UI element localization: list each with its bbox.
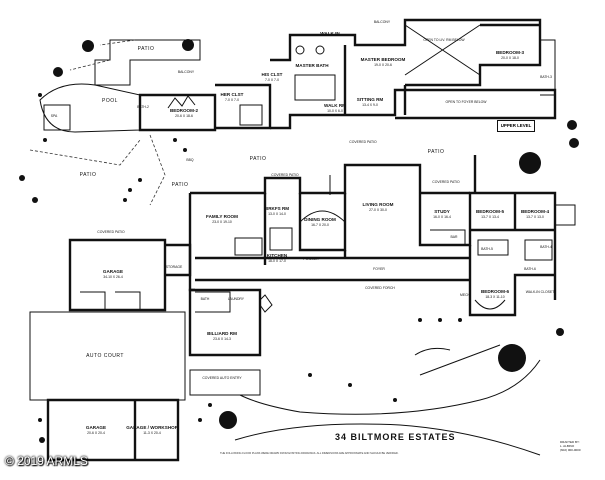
room-name-hers-closet: HER CLST [221,92,244,97]
watermark-text: 2019 ARMLS [17,454,88,468]
area-label: BATH-5 [481,247,493,251]
room-dim-family-room: 23-0 X 19-10 [212,220,232,224]
room-dim-living-room: 27-0 X 30-0 [369,208,387,212]
landscape-trees [19,39,579,443]
room-name-dining-room: DINING ROOM [304,217,336,222]
room-dim-bedroom-6: 18-3 X 11-10 [485,295,504,299]
area-label: BATH-3 [540,75,552,79]
area-label: COVERED PATIO [432,180,460,184]
area-label: POOL [102,98,118,104]
room-name-master-bath: MASTER BATH [295,63,329,68]
room-name-walk-in-closet: WALK IN [320,31,340,36]
drafter-line-1: DRAFTED BY: [560,440,580,444]
area-label: PATIO [138,46,155,52]
room-dim-master-bedroom: 19-0 X 20-6 [374,63,392,67]
room-dim-bedroom-3: 20-0 X 18-0 [501,56,519,60]
room-name-garage-main: GARAGE [103,269,123,274]
upper-level [138,18,557,132]
room-dim-study: 16-0 X 16-4 [433,215,451,219]
room-dim-garage-main: 34-10 X 26-4 [103,275,123,279]
area-label: COVERED AUTO ENTRY [202,376,242,380]
room-name-master-bedroom: MASTER BEDROOM [361,57,406,62]
room-dim-bedroom-4: 13-7 X 13-0 [526,215,544,219]
area-label: BATH-4 [540,245,552,249]
area-label: SPA [51,114,58,118]
area-label: LAUNDRY [228,297,245,301]
drafter-block: DRAFTED BY: L. ALBINO (602) 000-0000 [560,440,600,452]
drafter-line-3: (602) 000-0000 [560,448,581,452]
room-name-bedroom-5: BEDROOM-5 [476,209,505,214]
room-name-bedroom-3: BEDROOM-3 [496,50,525,55]
area-label: STORAGE [166,265,183,269]
room-name-family-room: FAMILY ROOM [206,214,238,219]
room-dim-billiard-rm: 23-6 X 14-3 [213,337,231,341]
footer-note: THE FOLLOWING FLOOR PLANS WERE DRAWN FRO… [220,452,399,455]
room-name-study: STUDY [434,209,450,214]
area-label: BAR [451,235,459,239]
room-dim-sitting-rm: 13-4 X 9-0 [362,103,378,107]
area-label: AUTO COURT [86,353,124,359]
main-level [188,155,576,317]
area-label: COVERED PATIO [349,140,377,144]
room-dim-dining-room: 16-7 X 20-0 [311,223,329,227]
area-label: FOYER [373,267,385,271]
room-dim-garage-small: 20-6 X 20-4 [87,431,105,435]
area-label: BALCONY [374,20,391,24]
area-label: BATH-2 [137,105,149,109]
area-label: OPEN TO LIV. RM BELOW [423,38,465,42]
area-label: BALCONY [178,70,195,74]
room-name-sitting-rm: SITTING RM [357,97,384,102]
room-name-garage-workshop: GARAGE / WORKSHOP [126,425,178,430]
pool-area [29,39,201,206]
area-label: BBQ [186,158,194,162]
area-label: PATIO [172,182,189,188]
room-dim-breakfast-rm: 13-0 X 14-0 [268,212,286,216]
area-label: PATIO [80,172,97,178]
room-name-kitchen: KITCHEN [267,253,288,258]
room-name-breakfast-rm: BRKFS RM [265,206,289,211]
area-label: BATH [201,297,210,301]
room-name-bedroom-2: BEDROOM-2 [170,108,199,113]
room-dim-walk-rm: 10-0 X 6-0 [327,109,343,113]
room-name-billiard-rm: BILLIARD RM [207,331,237,336]
area-label: COVERED FORCH [365,286,395,290]
upper-level-tag: UPPER LEVEL [497,120,535,132]
room-dim-hers-closet: 7-0 X 7-0 [225,98,239,102]
room-name-bedroom-6: BEDROOM-6 [481,289,510,294]
area-label: PATIO [428,149,445,155]
area-labels: FOYER COVERED FORCH COVERED AUTO ENTRY AUTO… [51,20,555,380]
room-dim-bedroom-5: 13-7 X 13-4 [481,215,499,219]
watermark: © 2019 ARMLS [5,454,88,468]
area-label: COVERED PATIO [271,173,299,177]
area-label: COVERED PATIO [97,230,125,234]
room-dim-garage-workshop: 11-3 X 20-4 [143,431,161,435]
room-name-walk-rm: WALK RM [324,103,346,108]
driveway [189,344,541,456]
room-name-bedroom-4: BEDROOM-4 [521,209,550,214]
garage-wing [29,238,273,462]
area-label: POWDER [303,257,319,261]
area-label: PATIO [250,156,267,162]
room-dim-bedroom-2: 20-6 X 18-6 [175,114,193,118]
drafter-line-2: L. ALBINO [560,444,575,448]
room-dim-his-closet: 7-0 X 7-0 [265,78,279,82]
room-name-garage-small: GARAGE [86,425,106,430]
room-dim-kitchen: 18-0 X 17-0 [268,259,286,263]
area-label: WALK-IN CLOSET [526,290,555,294]
area-label: MECH [460,293,471,297]
area-label: BATH-6 [524,267,536,271]
room-name-his-closet: HIS CLST [262,72,283,77]
room-name-living-room: LIVING ROOM [363,202,394,207]
project-title: 34 BILTMORE ESTATES [335,432,456,442]
area-label: OPEN TO FOYER BELOW [446,100,488,104]
